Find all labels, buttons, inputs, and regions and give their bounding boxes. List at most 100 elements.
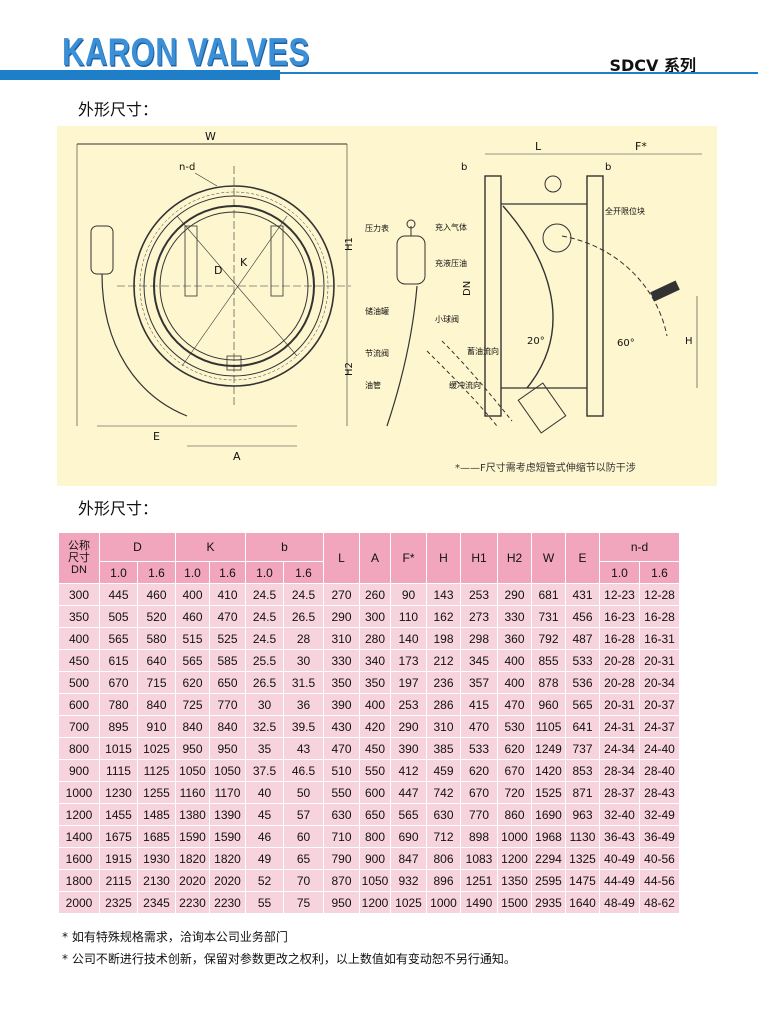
table-cell: 173 <box>390 649 427 672</box>
table-cell: 345 <box>460 649 498 672</box>
table-cell: 737 <box>565 737 600 760</box>
table-cell: 585 <box>209 649 246 672</box>
table-cell: 1475 <box>565 869 600 892</box>
table-cell: 898 <box>460 825 498 848</box>
note-rights: * 公司不断进行技术创新，保留对参数更改之权利，以上数值如有变动恕不另行通知。 <box>62 952 516 966</box>
table-cell: 1590 <box>175 825 210 848</box>
table-cell: 1500 <box>497 891 532 914</box>
sub-nd-10: 1.0 <box>599 561 640 584</box>
table-cell: 1420 <box>531 759 566 782</box>
table-cell: 878 <box>531 671 566 694</box>
table-cell: 30 <box>283 649 324 672</box>
table-cell: 340 <box>359 649 391 672</box>
table-cell: 725 <box>175 693 210 716</box>
table-cell-dn: 1600 <box>58 847 100 870</box>
table-cell: 715 <box>137 671 176 694</box>
table-cell-dn: 350 <box>58 605 100 628</box>
table-cell: 24.5 <box>245 583 284 606</box>
brand-logo: KARON VALVES <box>62 30 310 74</box>
dim-W: W <box>205 130 216 143</box>
table-cell: 32.5 <box>245 715 284 738</box>
header-F: F* <box>390 532 427 584</box>
table-cell: 70 <box>283 869 324 892</box>
table-cell: 840 <box>175 715 210 738</box>
table-cell: 1640 <box>565 891 600 914</box>
table-cell: 36-43 <box>599 825 640 848</box>
table-cell: 853 <box>565 759 600 782</box>
label-oil-pipe: 油管 <box>365 380 381 390</box>
label-ball-valve: 小球阀 <box>435 314 459 324</box>
header-H: H <box>426 532 461 584</box>
header-L: L <box>323 532 360 584</box>
header-dn: 公称 尺寸 DN <box>58 532 100 584</box>
table-cell: 950 <box>323 891 360 914</box>
table-cell: 20-28 <box>599 649 640 672</box>
table-cell: 24.5 <box>245 627 284 650</box>
table-cell: 1930 <box>137 847 176 870</box>
table-cell: 40-49 <box>599 847 640 870</box>
table-cell: 1485 <box>137 803 176 826</box>
header-dn-line3: DN <box>71 564 87 576</box>
dim-K: K <box>240 256 248 269</box>
header-dn-line1: 公称 <box>68 540 90 552</box>
technical-drawing: W n-d D K E A H1 H2 <box>57 126 717 486</box>
table-cell: 550 <box>323 781 360 804</box>
table-cell: 2130 <box>137 869 176 892</box>
side-view: b b L F* 全开限位块 DN 20° 60° H <box>461 140 702 434</box>
table-cell: 1380 <box>175 803 210 826</box>
table-cell: 1690 <box>531 803 566 826</box>
table-cell: 36-49 <box>639 825 680 848</box>
table-cell: 533 <box>460 737 498 760</box>
table-cell: 253 <box>460 583 498 606</box>
table-cell: 840 <box>209 715 246 738</box>
table-cell: 1000 <box>497 825 532 848</box>
dim-H: H <box>685 336 693 347</box>
table-cell: 143 <box>426 583 461 606</box>
header-nd: n-d <box>599 532 680 562</box>
table-cell: 1350 <box>497 869 532 892</box>
table-cell: 400 <box>359 693 391 716</box>
table-cell: 431 <box>565 583 600 606</box>
dim-E: E <box>153 430 160 443</box>
table-cell: 20-34 <box>639 671 680 694</box>
table-cell: 1025 <box>137 737 176 760</box>
table-cell: 2115 <box>99 869 138 892</box>
table-cell: 45 <box>245 803 284 826</box>
table-cell: 620 <box>460 759 498 782</box>
table-cell: 580 <box>137 627 176 650</box>
dim-b-right: b <box>605 162 611 173</box>
table-cell: 1390 <box>209 803 246 826</box>
section-heading-drawing: 外形尺寸： <box>78 100 159 119</box>
label-store-flow: 蓄油流向 <box>467 346 499 356</box>
table-cell: 515 <box>175 627 210 650</box>
dim-b-left: b <box>461 162 467 173</box>
table-cell: 2020 <box>175 869 210 892</box>
table-cell: 2935 <box>531 891 566 914</box>
table-cell: 44-56 <box>639 869 680 892</box>
sub-b-10: 1.0 <box>245 561 284 584</box>
table-cell: 641 <box>565 715 600 738</box>
table-cell: 1170 <box>209 781 246 804</box>
table-cell: 932 <box>390 869 427 892</box>
table-cell: 1249 <box>531 737 566 760</box>
table-cell: 770 <box>460 803 498 826</box>
table-cell: 37.5 <box>245 759 284 782</box>
sub-K-16: 1.6 <box>209 561 246 584</box>
table-cell: 895 <box>99 715 138 738</box>
table-cell: 28 <box>283 627 324 650</box>
table-cell: 273 <box>460 605 498 628</box>
table-cell: 770 <box>209 693 246 716</box>
table-cell: 2325 <box>99 891 138 914</box>
table-cell: 197 <box>390 671 427 694</box>
table-cell: 525 <box>209 627 246 650</box>
table-cell: 1490 <box>460 891 498 914</box>
table-cell-dn: 500 <box>58 671 100 694</box>
table-cell: 1820 <box>209 847 246 870</box>
table-cell: 290 <box>390 715 427 738</box>
